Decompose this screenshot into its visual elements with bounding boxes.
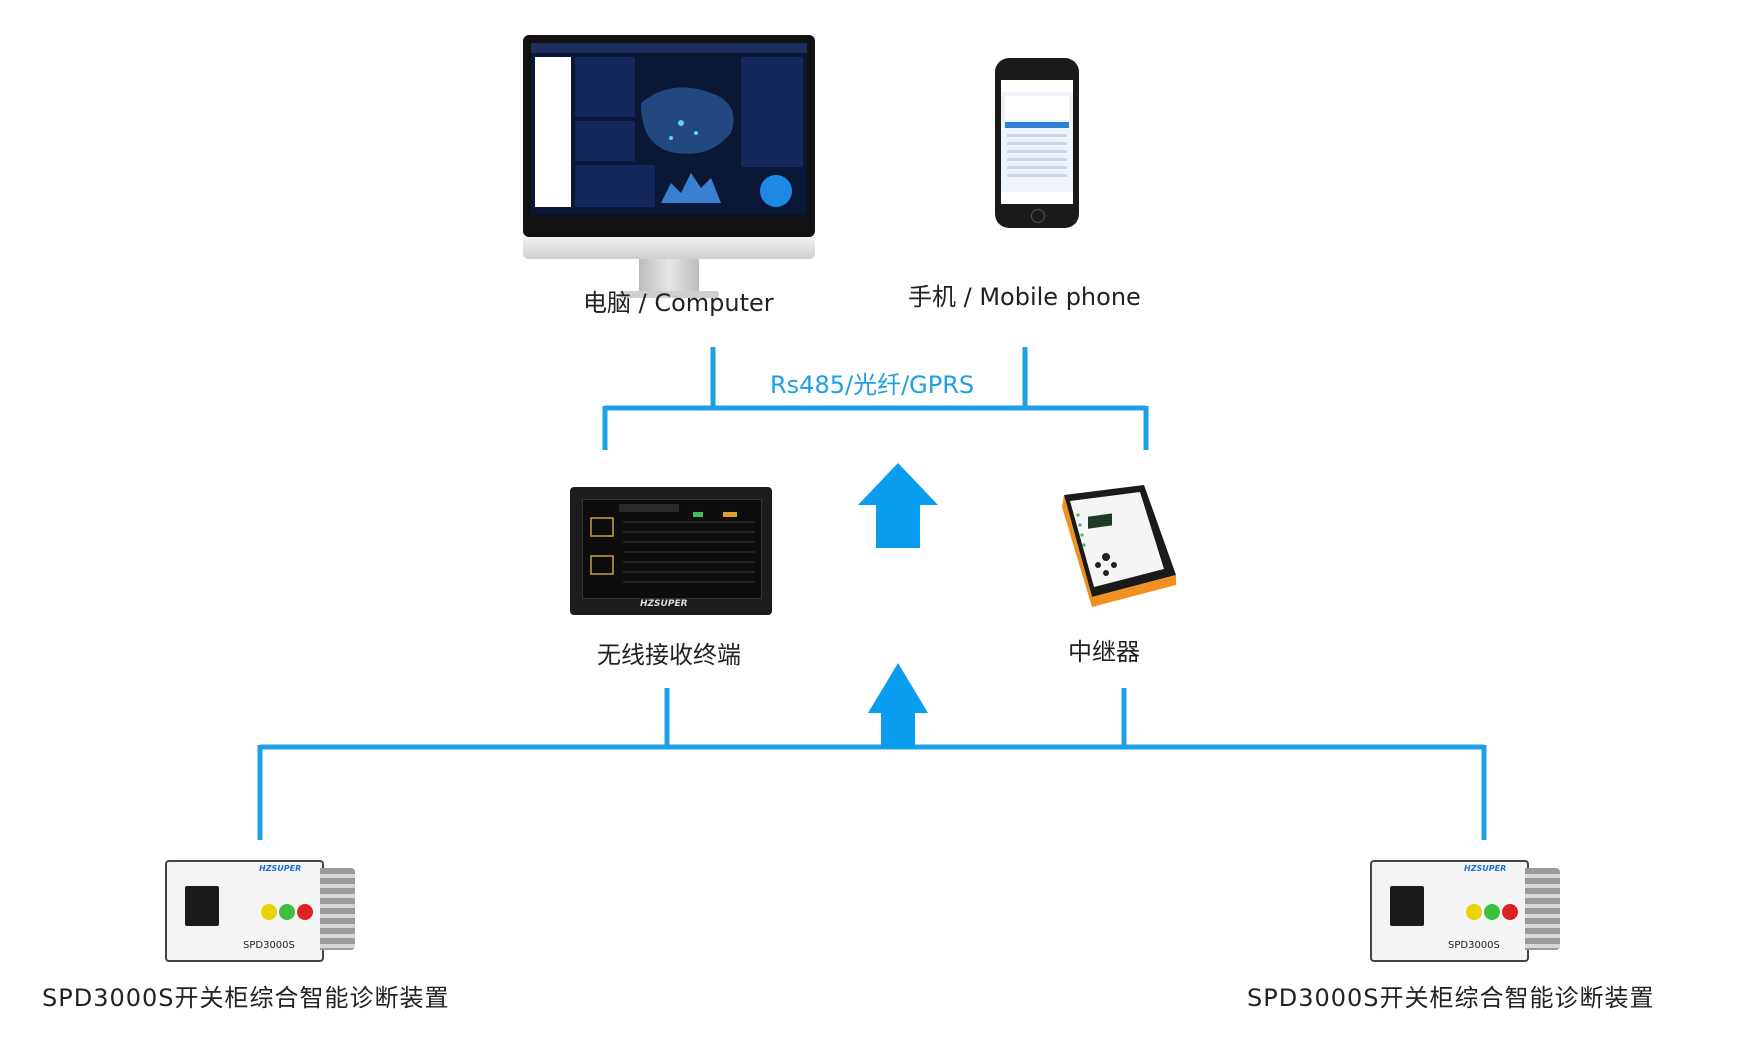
mobile-app-illustration — [1001, 80, 1073, 204]
dashboard-illustration — [531, 43, 807, 207]
device-left-icon: HZSUPER SPD3000S — [165, 860, 355, 962]
device-right-model: SPD3000S — [1448, 940, 1500, 951]
wireless-terminal-icon: HZSUPER — [570, 487, 772, 615]
device-left-model: SPD3000S — [243, 940, 295, 951]
device-left-brand: HZSUPER — [259, 864, 302, 873]
device-right-icon: HZSUPER SPD3000S — [1370, 860, 1560, 962]
repeater-illustration — [1062, 485, 1176, 607]
protocol-label: Rs485/光纤/GPRS — [770, 371, 975, 399]
mobile-phone-icon — [995, 58, 1079, 228]
device-right-brand: HZSUPER — [1464, 864, 1507, 873]
repeater-label: 中继器 — [1068, 638, 1140, 666]
computer-icon — [523, 35, 815, 298]
terminal-brand: HZSUPER — [640, 599, 688, 609]
computer-label: 电脑 / Computer — [583, 289, 774, 317]
terminal-screen-illustration — [590, 504, 755, 583]
up-arrow-lower — [868, 663, 928, 748]
terminal-label: 无线接收终端 — [597, 641, 741, 669]
up-arrow-upper — [858, 463, 938, 548]
repeater-icon — [1058, 485, 1178, 611]
device-right-label: SPD3000S开关柜综合智能诊断装置 — [1247, 984, 1655, 1012]
mobile-label: 手机 / Mobile phone — [908, 283, 1141, 311]
device-left-label: SPD3000S开关柜综合智能诊断装置 — [42, 984, 450, 1012]
